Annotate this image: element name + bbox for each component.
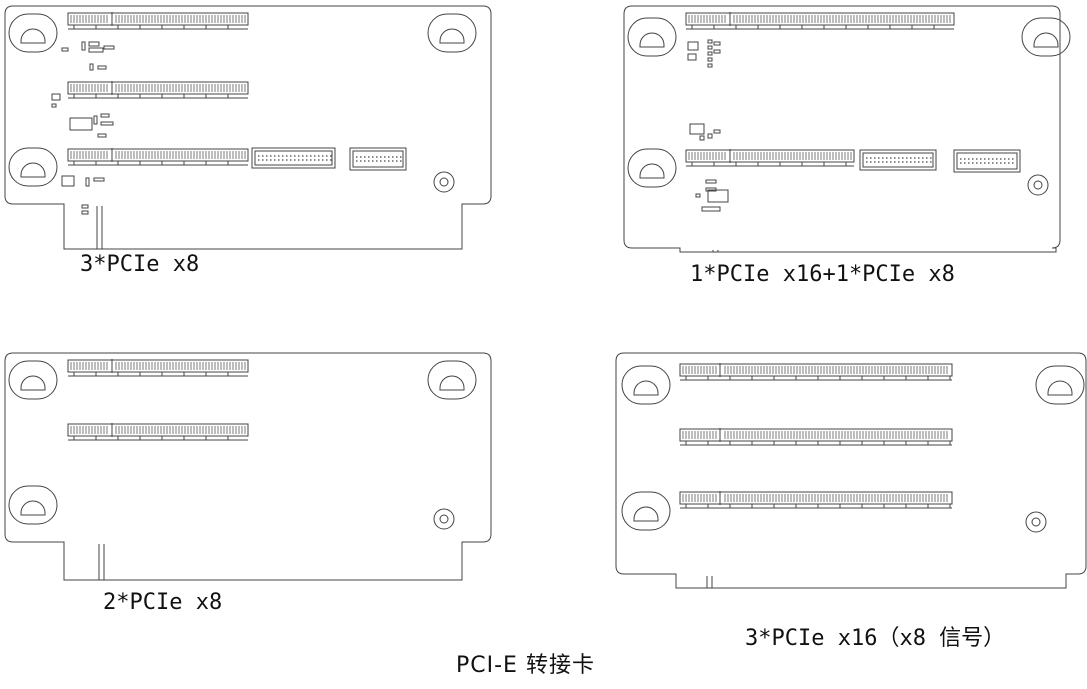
mounting-keyhole bbox=[8, 485, 58, 525]
pin-header bbox=[251, 147, 336, 169]
mounting-keyhole bbox=[1035, 365, 1085, 405]
mounting-hole bbox=[1025, 511, 1047, 533]
mounting-keyhole bbox=[8, 13, 58, 53]
mounting-hole bbox=[433, 171, 455, 193]
pcie-x16-slot bbox=[679, 363, 953, 381]
mounting-keyhole bbox=[427, 13, 477, 53]
smd-components bbox=[51, 41, 115, 215]
pin-header bbox=[953, 149, 1021, 173]
mounting-hole bbox=[1027, 174, 1049, 196]
smd-components bbox=[687, 39, 729, 212]
pcie-slot bbox=[67, 148, 249, 166]
pcie-slot bbox=[67, 12, 249, 30]
board-label-3x-pcie-x16: 3*PCIe x16（x8 信号） bbox=[745, 626, 1006, 651]
board-label-pcie-x16-plus-x8: 1*PCIe x16+1*PCIe x8 bbox=[690, 262, 955, 287]
mounting-keyhole bbox=[627, 148, 677, 188]
board-label-3x-pcie-x8: 3*PCIe x8 bbox=[80, 252, 200, 277]
pcie-slot bbox=[67, 81, 249, 99]
pcie-slot bbox=[67, 359, 249, 377]
mounting-hole bbox=[433, 508, 455, 530]
board-label-2x-pcie-x8: 2*PCIe x8 bbox=[103, 590, 223, 615]
mounting-keyhole bbox=[621, 491, 671, 531]
board-outline bbox=[623, 5, 1061, 253]
board-outline bbox=[4, 5, 492, 250]
pin-header bbox=[349, 147, 407, 171]
mounting-keyhole bbox=[627, 17, 677, 57]
pcie-x16-slot bbox=[685, 12, 955, 30]
board-outline bbox=[615, 352, 1087, 589]
diagram-title: PCI-E 转接卡 bbox=[456, 653, 595, 678]
mounting-keyhole bbox=[8, 147, 58, 187]
pcie-x16-slot bbox=[679, 491, 953, 509]
mounting-keyhole bbox=[621, 365, 671, 405]
mounting-keyhole bbox=[1021, 17, 1071, 57]
mounting-keyhole bbox=[427, 360, 477, 400]
pcie-x8-slot bbox=[685, 149, 855, 167]
pin-header bbox=[859, 149, 937, 171]
mounting-keyhole bbox=[8, 360, 58, 400]
pcie-x16-slot bbox=[679, 428, 953, 446]
pcie-slot bbox=[67, 423, 249, 441]
board-outline bbox=[4, 352, 492, 581]
